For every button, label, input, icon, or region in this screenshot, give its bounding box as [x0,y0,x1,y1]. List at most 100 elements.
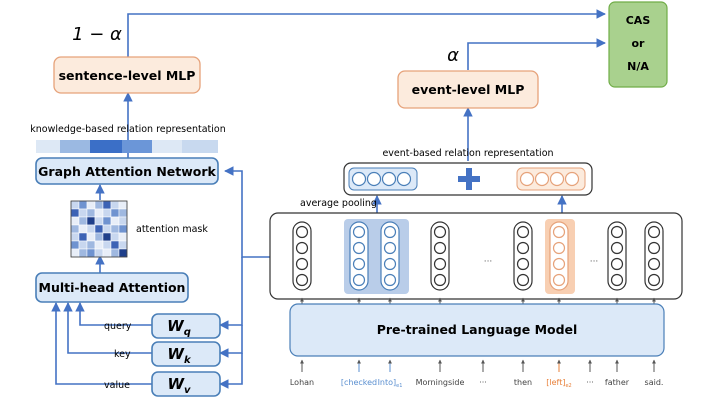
plus-icon [458,168,480,190]
gat-box: Graph Attention Network [35,157,219,185]
value-label: value [104,380,130,391]
input-token: Morningside [416,378,465,387]
mask-cell [70,232,80,242]
arrow-to-wv [219,353,243,389]
output-cas-label: CAS [626,14,651,27]
mask-cell [102,200,112,210]
vector-cell [610,273,624,287]
token-vector-column [513,221,533,291]
mask-cell [118,216,128,226]
mask-cell [102,224,112,234]
average-pooling-label: average pooling [300,198,377,209]
vector-cell [295,225,309,239]
output-box: CAS or N/A [608,1,668,88]
vector-cell [610,225,624,239]
mask-cell [110,216,120,226]
mask-cell [94,200,104,210]
alpha-label: α [447,45,459,66]
e1-vector-cell [396,171,412,187]
mask-cell [86,240,96,250]
input-token: [left]e2 [546,378,571,389]
vector-cell [433,241,447,255]
vector-cell [295,273,309,287]
vector-cell [352,225,366,239]
mask-cell [78,240,88,250]
vector-cell [647,225,661,239]
mask-cell [78,216,88,226]
arrow-wv-to-mha [51,302,152,385]
mask-cell [118,224,128,234]
mask-cell [110,224,120,234]
one-minus-alpha-label: 1 − α [72,24,122,45]
input-token: then [514,378,532,387]
mask-cell [110,232,120,242]
mask-cell [70,224,80,234]
event-mlp-box: event-level MLP [397,70,539,109]
vector-cell [552,241,566,255]
mask-cell [94,232,104,242]
vector-cell [295,257,309,271]
query-label: query [104,321,132,332]
token-text: [left] [546,378,565,387]
event-rep-vectors [351,171,580,187]
vector-cell [552,257,566,271]
mask-cell [110,240,120,250]
mask-cell [118,200,128,210]
mask-cell [94,216,104,226]
connectors [51,9,606,389]
arrow-wq-to-mha [75,302,152,326]
wq-w: W [167,317,185,335]
vector-cell [516,273,530,287]
vector-cell [647,241,661,255]
mask-cell [86,232,96,242]
mask-cell [102,216,112,226]
vector-cell [610,257,624,271]
arrow-wk-to-mha [63,302,152,354]
vector-cell [352,241,366,255]
mask-cell [86,208,96,218]
output-or-label: or [632,37,646,50]
mask-border [70,200,128,258]
knowledge-rep-bar [36,140,218,153]
mask-cell [118,208,128,218]
wk-sub: k [184,355,192,366]
vector-cell [647,257,661,271]
mask-cell [102,240,112,250]
mask-cell [86,248,96,258]
token-text: [checked [341,378,377,387]
input-token: ··· [479,378,487,387]
wq-sub: q [184,327,191,338]
mask-cell [118,232,128,242]
wk-box: Wk [151,341,221,367]
mask-cell [102,208,112,218]
e1-vector-cell [366,171,382,187]
vector-cell [552,225,566,239]
mask-cell [70,216,80,226]
input-token: father [605,378,630,387]
token-text: Morningside [416,378,465,387]
mask-cell [86,200,96,210]
vector-cell [433,225,447,239]
vector-cell [647,273,661,287]
mask-cell [118,248,128,258]
token-text: ··· [586,378,594,387]
token-vector-column [644,221,664,291]
mask-cell [94,224,104,234]
vector-cell [352,257,366,271]
e2-vector-cell [519,171,535,187]
mask-cell [110,248,120,258]
e2-vector-cell [549,171,565,187]
arrow-sentence-to-output [127,9,606,57]
e2-vector-cell [564,171,580,187]
token-vector-column [292,221,312,291]
input-token: [checked [341,378,377,387]
mask-cell [78,224,88,234]
sentence-mlp-box: sentence-level MLP [53,56,201,94]
vector-cell [552,273,566,287]
mask-cell [102,248,112,258]
mha-label: Multi-head Attention [39,280,186,295]
input-token: Into]e1 [378,378,403,389]
vector-cell [516,225,530,239]
plm-box: Pre-trained Language Model [289,303,665,357]
arrow-event-to-output [467,38,606,70]
